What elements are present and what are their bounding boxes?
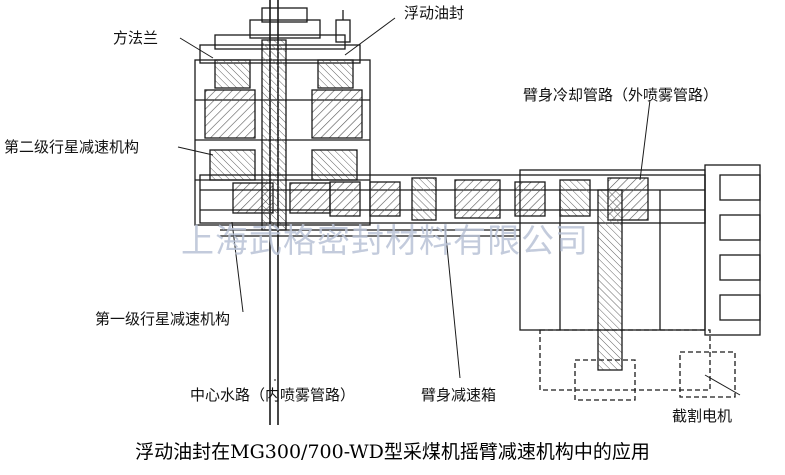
label-first-planetary: 第一级行星减速机构 [95,310,231,328]
center-shaft [261,0,287,425]
label-arm-cooling-pipe: 臂身冷却管路（外喷雾管路） [523,86,719,104]
leader-lines [177,17,741,396]
flange-bolt [335,10,351,43]
label-floating-seal: 浮动油封 [404,4,465,22]
label-square-flange: 方法兰 [113,29,159,47]
motor-outline [539,329,736,401]
figure-caption: 浮动油封在MG300/700-WD型采煤机摇臂减速机构中的应用 [135,441,650,463]
label-cutting-motor: 截割电机 [672,407,733,425]
label-center-water-path: 中心水路（内喷雾管路） [190,386,356,404]
label-arm-gearbox: 臂身减速箱 [421,386,497,404]
label-second-planetary: 第二级行星减速机构 [4,138,140,156]
arm-gearbox-body [199,174,706,237]
watermark: 上海武格密封材料有限公司 [181,221,589,260]
motor-shaft [559,189,661,371]
